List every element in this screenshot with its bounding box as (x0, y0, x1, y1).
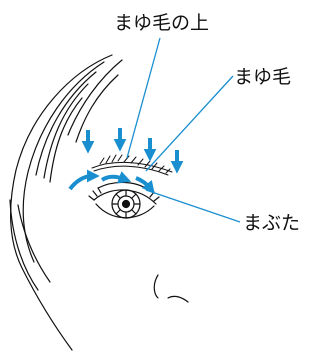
curved-arrows (68, 169, 155, 194)
leader-line-eyebrow (145, 75, 234, 172)
hair-side (9, 199, 39, 291)
hair-strand (35, 71, 97, 176)
hair-strand (75, 74, 119, 143)
curved-arrow-icon (135, 176, 155, 194)
hair-strand (67, 59, 123, 136)
face-outline (9, 54, 189, 351)
label-eyelid: まぶた (243, 212, 300, 234)
label-brow-top: まゆ毛の上 (114, 12, 209, 34)
label-eyebrow: まゆ毛 (234, 66, 291, 88)
down-arrows (81, 128, 184, 174)
hair-strand (43, 83, 89, 179)
hair-strand (49, 97, 83, 183)
leader-lines (126, 37, 241, 223)
pupil (121, 199, 131, 209)
curved-arrow-icon (100, 171, 132, 184)
eyelashes (88, 187, 160, 202)
leader-line-eyelid (145, 189, 241, 223)
nose-outline (153, 274, 159, 299)
nostril-outline (167, 295, 189, 303)
hair-side (17, 204, 51, 283)
eye (88, 181, 160, 219)
eyebrow (91, 154, 173, 176)
curved-arrow-icon (68, 169, 100, 191)
leader-line-brow-top (126, 37, 161, 159)
